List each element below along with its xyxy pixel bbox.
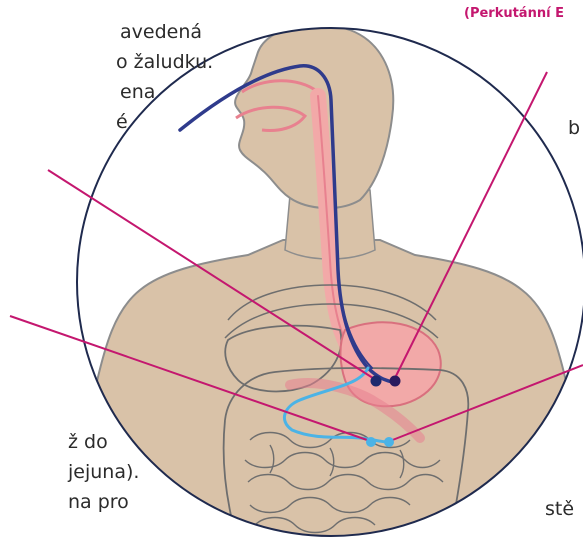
tube-tip-jejunal bbox=[384, 437, 394, 447]
left-text-line-5: ž do bbox=[68, 430, 108, 454]
peg-header-label: (Perkutánní E bbox=[464, 6, 564, 21]
tube-tip-nasojejunal bbox=[366, 437, 376, 447]
left-text-line-1: avedená bbox=[120, 20, 202, 44]
left-text-line-4: é bbox=[116, 110, 128, 134]
right-text-line-1: b bbox=[568, 116, 580, 140]
tube-tip-nasogastric bbox=[371, 376, 382, 387]
left-text-line-7: na pro bbox=[68, 490, 129, 514]
left-text-line-2: o žaludku. bbox=[116, 50, 213, 74]
left-text-line-3: ena bbox=[120, 80, 155, 104]
tube-tip-peg bbox=[390, 376, 401, 387]
right-text-line-2: stě bbox=[545, 497, 574, 521]
left-text-line-6: jejuna). bbox=[68, 460, 139, 484]
